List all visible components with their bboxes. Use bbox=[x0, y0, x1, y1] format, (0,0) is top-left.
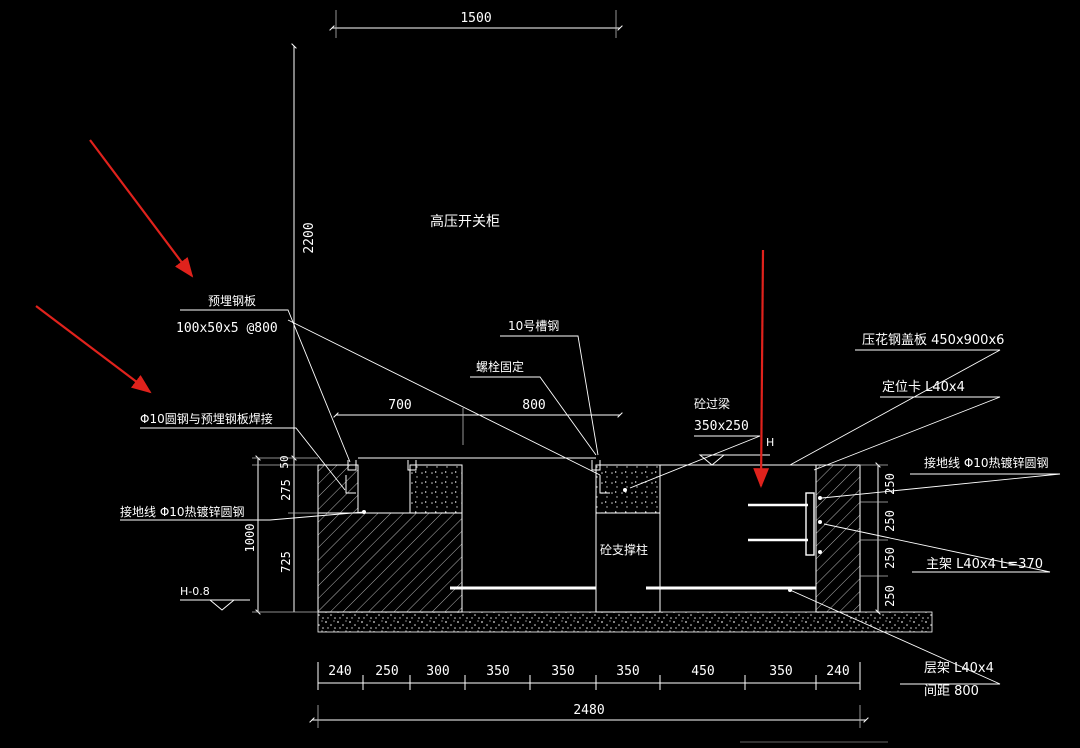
label-rod-weld: Φ10圆钢与预埋钢板焊接 bbox=[140, 411, 273, 426]
channel-steel-left-a bbox=[347, 460, 357, 471]
bottom-dimension-1: 240 bbox=[328, 664, 351, 679]
mid-dimension-800: 800 bbox=[522, 398, 545, 413]
bottom-dimension-9: 240 bbox=[826, 664, 849, 679]
left-inner-block bbox=[409, 464, 463, 514]
drawing-title: 高压开关柜 bbox=[430, 213, 500, 230]
left-wall-upper bbox=[317, 464, 359, 514]
red-arrow-3 bbox=[753, 249, 770, 488]
bottom-dimension-7: 450 bbox=[691, 664, 714, 679]
level-h08-mark bbox=[208, 599, 236, 611]
bottom-dimension-4: 350 bbox=[486, 664, 509, 679]
foundation-structure bbox=[180, 454, 933, 743]
height-dimension: 2200 bbox=[302, 222, 317, 253]
bottom-dimension-2: 250 bbox=[375, 664, 398, 679]
label-column: 砼支撑柱 bbox=[600, 542, 648, 557]
right-dimension-1: 250 bbox=[883, 473, 897, 495]
left-wall-lower bbox=[317, 512, 463, 613]
bottom-dimension-8: 350 bbox=[769, 664, 792, 679]
dimension-lines bbox=[252, 10, 888, 728]
channel-steel-left-b bbox=[407, 460, 417, 471]
gravel-base bbox=[317, 611, 933, 633]
label-embedded-plate-spec: 100x50x5 @800 bbox=[176, 321, 278, 336]
right-wall bbox=[815, 464, 861, 613]
leader-lines bbox=[120, 309, 1061, 685]
drawing-text: 高压开关柜 1500 2200 预埋钢板 100x50x5 @800 Φ10圆钢… bbox=[120, 11, 1049, 718]
right-dimension-3: 250 bbox=[883, 547, 897, 569]
level-h-mark bbox=[698, 454, 726, 466]
label-bolt: 螺栓固定 bbox=[476, 359, 524, 374]
main-frame bbox=[805, 492, 815, 556]
annotation-arrows bbox=[35, 139, 770, 488]
left-dimension-725: 725 bbox=[279, 551, 293, 573]
concrete-beam bbox=[595, 464, 661, 514]
left-dimension-275: 275 bbox=[279, 479, 293, 501]
bottom-dimension-3: 300 bbox=[426, 664, 449, 679]
label-shelf: 层架 L40x4 bbox=[924, 661, 994, 676]
label-locator: 定位卡 L40x4 bbox=[882, 380, 965, 395]
label-beam-size: 350x250 bbox=[694, 419, 749, 434]
top-dimension: 1500 bbox=[460, 11, 491, 26]
red-arrow-1 bbox=[89, 139, 194, 278]
total-dimension: 2480 bbox=[573, 703, 604, 718]
label-level-h: H bbox=[766, 436, 774, 449]
label-channel-steel: 10号槽钢 bbox=[508, 319, 559, 333]
bottom-dimension-6: 350 bbox=[616, 664, 639, 679]
label-beam: 砼过梁 bbox=[694, 396, 730, 411]
bottom-dimension-5: 350 bbox=[551, 664, 574, 679]
label-embedded-plate: 预埋钢板 bbox=[208, 294, 256, 308]
mid-dimension-700: 700 bbox=[388, 398, 411, 413]
left-dimension-1000: 1000 bbox=[243, 524, 257, 553]
red-arrow-2 bbox=[35, 305, 152, 394]
left-dimension-50: 50 bbox=[278, 455, 291, 468]
label-main-frame: 主架 L40x4 L=370 bbox=[926, 557, 1043, 572]
support-column bbox=[595, 512, 661, 613]
label-cover-plate: 压花钢盖板 450x900x6 bbox=[862, 332, 1004, 348]
right-dimension-4: 250 bbox=[883, 585, 897, 607]
label-ground-wire-left: 接地线 Φ10热镀锌圆钢 bbox=[120, 504, 245, 519]
right-dimension-2: 250 bbox=[883, 510, 897, 532]
label-spacing: 间距 800 bbox=[924, 684, 979, 699]
channel-steel-mid bbox=[591, 460, 601, 471]
label-level-h08: H-0.8 bbox=[180, 585, 210, 598]
label-ground-wire-right: 接地线 Φ10热镀锌圆钢 bbox=[924, 455, 1049, 470]
